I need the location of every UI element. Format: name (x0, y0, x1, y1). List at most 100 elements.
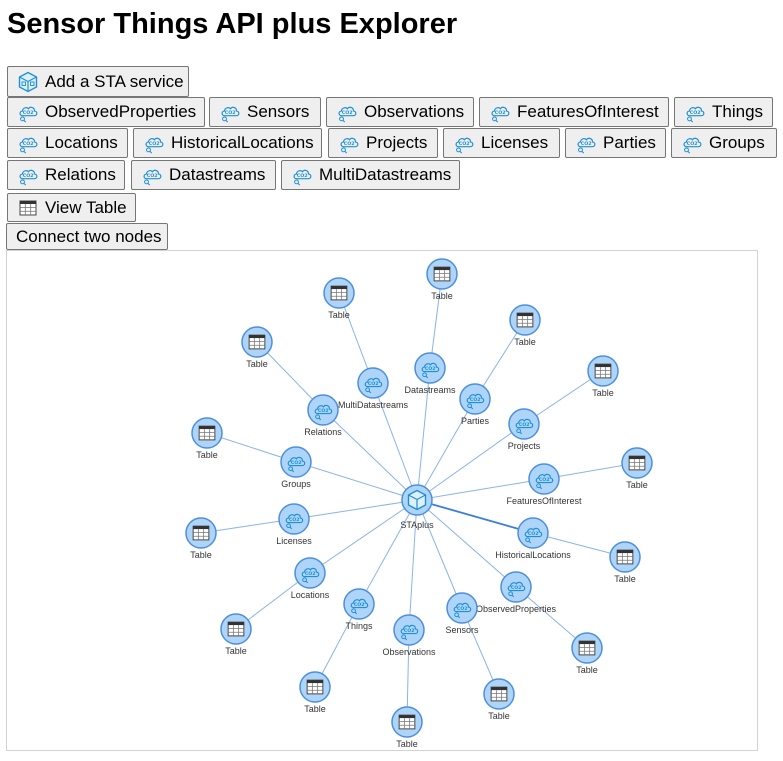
entity-button-historicallocations[interactable]: CO2 HistoricalLocations (133, 128, 322, 158)
view-table-button[interactable]: View Table (7, 193, 136, 222)
network-graph[interactable]: Table Table Table Table (6, 250, 758, 751)
table-node-observedproperties[interactable]: Table (571, 632, 603, 675)
node-label: Table (626, 480, 648, 490)
sta-service-icon (407, 489, 427, 511)
entity-button-parties[interactable]: CO2 Parties (565, 128, 666, 158)
co2-cloud-icon: CO2 (141, 164, 163, 186)
co2-cloud-icon: CO2 (17, 132, 39, 154)
table-node-things[interactable]: Table (299, 671, 331, 714)
entity-button-label: Groups (709, 133, 765, 152)
co2-cloud-icon: CO2 (314, 404, 333, 421)
co2-cloud-icon: CO2 (421, 362, 440, 379)
edge-relations-table (256, 341, 324, 411)
entity-button-label: Projects (366, 133, 428, 152)
entity-node-relations[interactable]: CO2 Relations (304, 394, 342, 437)
entity-button-featuresofinterest[interactable]: CO2 FeaturesOfInterest (479, 97, 669, 127)
entity-button-datastreams[interactable]: CO2 Datastreams (131, 160, 276, 190)
svg-text:CO2: CO2 (511, 585, 522, 591)
co2-cloud-icon: CO2 (453, 132, 475, 154)
entity-button-multidatastreams[interactable]: CO2 MultiDatastreams (281, 160, 460, 190)
table-node-projects[interactable]: Table (587, 355, 619, 398)
table-icon (594, 363, 612, 379)
sta-service-icon (17, 71, 39, 93)
graph-nodes: Table Table Table Table (185, 258, 653, 749)
entity-node-observedproperties[interactable]: CO2 ObservedProperties (476, 571, 557, 614)
table-node-multidatastreams[interactable]: Table (323, 277, 355, 320)
co2-cloud-icon: CO2 (453, 602, 472, 619)
entity-button-label: HistoricalLocations (171, 133, 314, 152)
entity-button-groups[interactable]: CO2 Groups (671, 128, 777, 158)
svg-text:CO2: CO2 (318, 408, 329, 414)
connect-two-nodes-label: Connect two nodes (16, 226, 162, 246)
entity-button-label: Licenses (481, 133, 549, 152)
svg-text:CO2: CO2 (354, 602, 365, 608)
edge-historicallocations-table (532, 532, 626, 558)
entity-node-sensors[interactable]: CO2 Sensors (445, 592, 479, 635)
entity-node-parties[interactable]: CO2 Parties (459, 383, 491, 426)
edge-datastreams-table (429, 273, 443, 369)
node-label: Observations (382, 647, 436, 657)
table-icon (306, 679, 324, 695)
entity-node-licenses[interactable]: CO2 Licenses (276, 503, 312, 546)
table-node-relations[interactable]: Table (241, 326, 273, 369)
svg-text:CO2: CO2 (690, 110, 701, 116)
svg-text:CO2: CO2 (404, 628, 415, 634)
table-node-datastreams[interactable]: Table (426, 258, 458, 301)
node-label: ObservedProperties (476, 604, 557, 614)
node-label: Projects (508, 441, 541, 451)
svg-text:CO2: CO2 (457, 606, 468, 612)
entity-node-historicallocations[interactable]: CO2 HistoricalLocations (495, 517, 571, 560)
node-label: Table (196, 450, 218, 460)
co2-cloud-icon: CO2 (684, 101, 706, 123)
table-node-sensors[interactable]: Table (483, 678, 515, 721)
svg-text:CO2: CO2 (528, 531, 539, 537)
table-icon (616, 549, 634, 565)
table-node-historicallocations[interactable]: Table (609, 541, 641, 584)
entity-button-licenses[interactable]: CO2 Licenses (443, 128, 560, 158)
entity-node-projects[interactable]: CO2 Projects (508, 408, 541, 451)
table-node-featuresofinterest[interactable]: Table (621, 447, 653, 490)
co2-cloud-icon: CO2 (507, 581, 526, 598)
edge-center-locations (309, 499, 418, 574)
table-icon (198, 425, 216, 441)
entity-button-label: FeaturesOfInterest (517, 102, 659, 121)
table-node-parties[interactable]: Table (509, 304, 541, 347)
center-node-staplus[interactable]: STAplus (400, 484, 434, 530)
table-node-licenses[interactable]: Table (185, 517, 217, 560)
entity-button-label: MultiDatastreams (319, 165, 452, 184)
add-sta-service-button[interactable]: Add a STA service (7, 66, 189, 97)
entity-button-sensors[interactable]: CO2 Sensors (209, 97, 321, 127)
entity-node-datastreams[interactable]: CO2 Datastreams (404, 352, 456, 395)
co2-cloud-icon: CO2 (575, 132, 597, 154)
table-node-observations[interactable]: Table (391, 706, 423, 749)
table-icon (248, 334, 266, 350)
node-label: Table (246, 359, 268, 369)
entity-node-locations[interactable]: CO2 Locations (291, 557, 330, 600)
entity-button-projects[interactable]: CO2 Projects (328, 128, 438, 158)
edge-center-multidatastreams (372, 382, 418, 501)
co2-cloud-icon: CO2 (535, 473, 554, 490)
co2-cloud-icon: CO2 (364, 377, 383, 394)
entity-button-observations[interactable]: CO2 Observations (326, 97, 474, 127)
entity-node-multidatastreams[interactable]: CO2 MultiDatastreams (338, 367, 409, 410)
entity-node-groups[interactable]: CO2 Groups (280, 446, 312, 489)
svg-text:CO2: CO2 (23, 110, 34, 116)
node-label: Locations (291, 590, 330, 600)
entity-button-observedproperties[interactable]: CO2 ObservedProperties (7, 97, 205, 127)
table-node-locations[interactable]: Table (220, 613, 252, 656)
entity-node-featuresofinterest[interactable]: CO2 FeaturesOfInterest (506, 463, 582, 506)
entity-button-things[interactable]: CO2 Things (674, 97, 773, 127)
entity-node-observations[interactable]: CO2 Observations (382, 614, 436, 657)
table-icon (227, 621, 245, 637)
entity-node-things[interactable]: CO2 Things (343, 588, 375, 631)
node-label: Table (396, 739, 418, 749)
node-label: Table (576, 665, 598, 675)
entity-button-locations[interactable]: CO2 Locations (7, 128, 128, 158)
co2-cloud-icon: CO2 (350, 598, 369, 615)
entity-button-label: ObservedProperties (45, 102, 197, 121)
connect-two-nodes-button[interactable]: Connect two nodes (6, 223, 168, 250)
svg-text:CO2: CO2 (581, 141, 592, 147)
entity-button-relations[interactable]: CO2 Relations (7, 160, 125, 190)
node-label: Table (304, 704, 326, 714)
table-node-groups[interactable]: Table (191, 417, 223, 460)
